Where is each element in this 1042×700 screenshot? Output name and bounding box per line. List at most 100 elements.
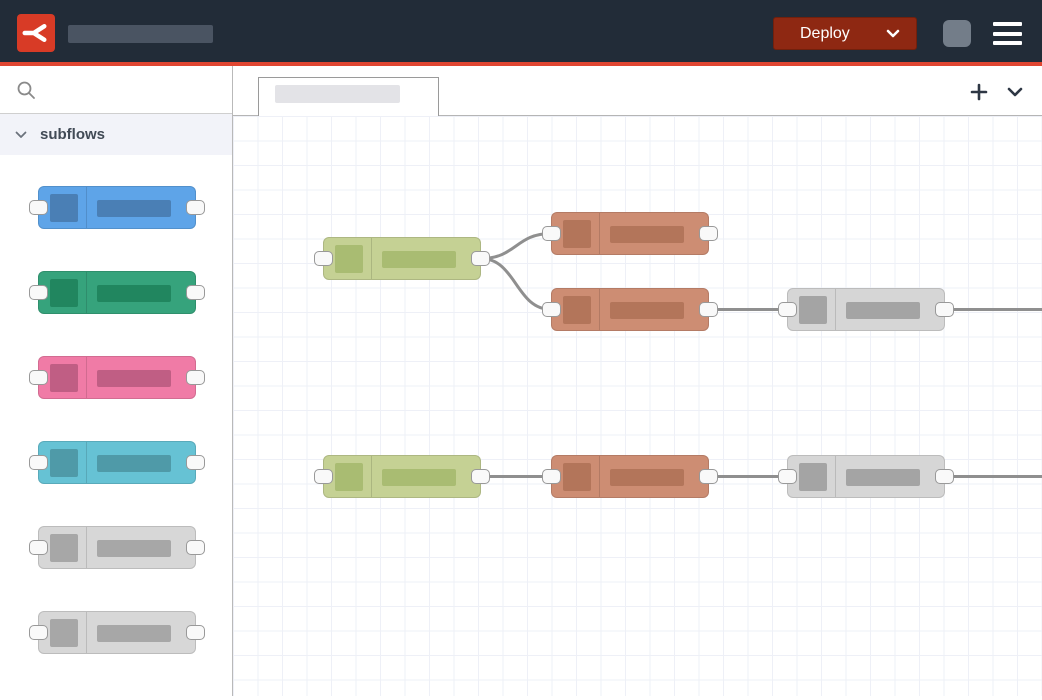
node-icon (50, 619, 78, 647)
search-icon (17, 81, 35, 99)
node-icon (50, 279, 78, 307)
node-label-placeholder (97, 540, 171, 557)
node-icon-divider (835, 456, 836, 497)
node-output-port[interactable] (935, 469, 954, 484)
flow-canvas[interactable] (233, 116, 1042, 696)
node-input-port[interactable] (314, 251, 333, 266)
main-area: subflows (0, 66, 1042, 696)
branch-glyph (22, 24, 47, 42)
wire[interactable] (479, 232, 553, 260)
node-icon (50, 194, 78, 222)
palette-category-subflows[interactable]: subflows (0, 114, 232, 155)
palette-search-input[interactable] (42, 76, 217, 104)
node-label-placeholder (97, 200, 171, 217)
hamburger-icon (993, 22, 1022, 26)
node-icon-divider (86, 527, 87, 568)
flow-node-orange-2[interactable] (542, 288, 718, 331)
node-icon (563, 220, 591, 248)
node-label-placeholder (846, 469, 920, 486)
palette-node-gray-2[interactable] (29, 611, 205, 654)
node-input-port[interactable] (29, 540, 48, 555)
node-input-port[interactable] (542, 469, 561, 484)
flow-node-green-1[interactable] (314, 237, 490, 280)
node-output-port[interactable] (699, 226, 718, 241)
flow-node-gray-1[interactable] (778, 288, 954, 331)
palette-node-gray-1[interactable] (29, 526, 205, 569)
node-icon-divider (86, 357, 87, 398)
node-input-port[interactable] (542, 226, 561, 241)
node-red-logo-icon (17, 14, 55, 52)
node-input-port[interactable] (29, 370, 48, 385)
node-label-placeholder (382, 469, 456, 486)
node-output-port[interactable] (471, 251, 490, 266)
node-icon (335, 463, 363, 491)
node-input-port[interactable] (29, 455, 48, 470)
add-flow-button[interactable] (966, 79, 992, 105)
chevron-down-icon (15, 131, 27, 138)
flow-node-gray-2[interactable] (778, 455, 954, 498)
node-icon (563, 463, 591, 491)
node-output-port[interactable] (935, 302, 954, 317)
plus-icon (970, 83, 988, 101)
node-icon (50, 534, 78, 562)
palette-node-pink[interactable] (29, 356, 205, 399)
user-menu-button[interactable] (943, 20, 971, 47)
node-input-port[interactable] (542, 302, 561, 317)
node-output-port[interactable] (186, 540, 205, 555)
node-input-port[interactable] (29, 200, 48, 215)
node-icon (563, 296, 591, 324)
node-output-port[interactable] (186, 200, 205, 215)
node-icon-divider (86, 442, 87, 483)
node-label-placeholder (610, 226, 684, 243)
node-label-placeholder (97, 285, 171, 302)
palette-node-list (0, 155, 232, 654)
workspace-name-placeholder (68, 25, 213, 43)
node-output-port[interactable] (699, 302, 718, 317)
node-output-port[interactable] (186, 625, 205, 640)
node-icon (799, 296, 827, 324)
node-input-port[interactable] (29, 285, 48, 300)
node-icon-divider (371, 456, 372, 497)
deploy-button-label: Deploy (800, 24, 850, 42)
node-input-port[interactable] (29, 625, 48, 640)
flow-tab[interactable] (258, 77, 439, 116)
main-menu-button[interactable] (993, 22, 1022, 45)
node-input-port[interactable] (778, 469, 797, 484)
deploy-button[interactable]: Deploy (773, 17, 917, 50)
node-icon-divider (86, 272, 87, 313)
node-icon-divider (86, 187, 87, 228)
chevron-down-icon (1007, 87, 1023, 97)
node-label-placeholder (382, 251, 456, 268)
node-input-port[interactable] (314, 469, 333, 484)
palette-sidebar: subflows (0, 66, 233, 696)
node-label-placeholder (97, 625, 171, 642)
palette-node-blue[interactable] (29, 186, 205, 229)
node-output-port[interactable] (699, 469, 718, 484)
flow-editor-region (233, 66, 1042, 696)
flow-node-orange-3[interactable] (542, 455, 718, 498)
node-output-port[interactable] (186, 285, 205, 300)
node-label-placeholder (610, 469, 684, 486)
node-label-placeholder (97, 370, 171, 387)
flow-node-orange-1[interactable] (542, 212, 718, 255)
flow-list-button[interactable] (1002, 79, 1028, 105)
node-icon-divider (599, 289, 600, 330)
flow-tab-name-placeholder (275, 85, 400, 103)
node-icon-divider (835, 289, 836, 330)
node-icon (50, 364, 78, 392)
flow-node-green-2[interactable] (314, 455, 490, 498)
node-icon (50, 449, 78, 477)
palette-node-cyan[interactable] (29, 441, 205, 484)
node-output-port[interactable] (186, 455, 205, 470)
node-icon-divider (371, 238, 372, 279)
node-input-port[interactable] (778, 302, 797, 317)
node-label-placeholder (846, 302, 920, 319)
node-label-placeholder (610, 302, 684, 319)
node-output-port[interactable] (471, 469, 490, 484)
node-label-placeholder (97, 455, 171, 472)
node-icon (799, 463, 827, 491)
wire[interactable] (479, 257, 553, 311)
palette-node-green[interactable] (29, 271, 205, 314)
node-output-port[interactable] (186, 370, 205, 385)
